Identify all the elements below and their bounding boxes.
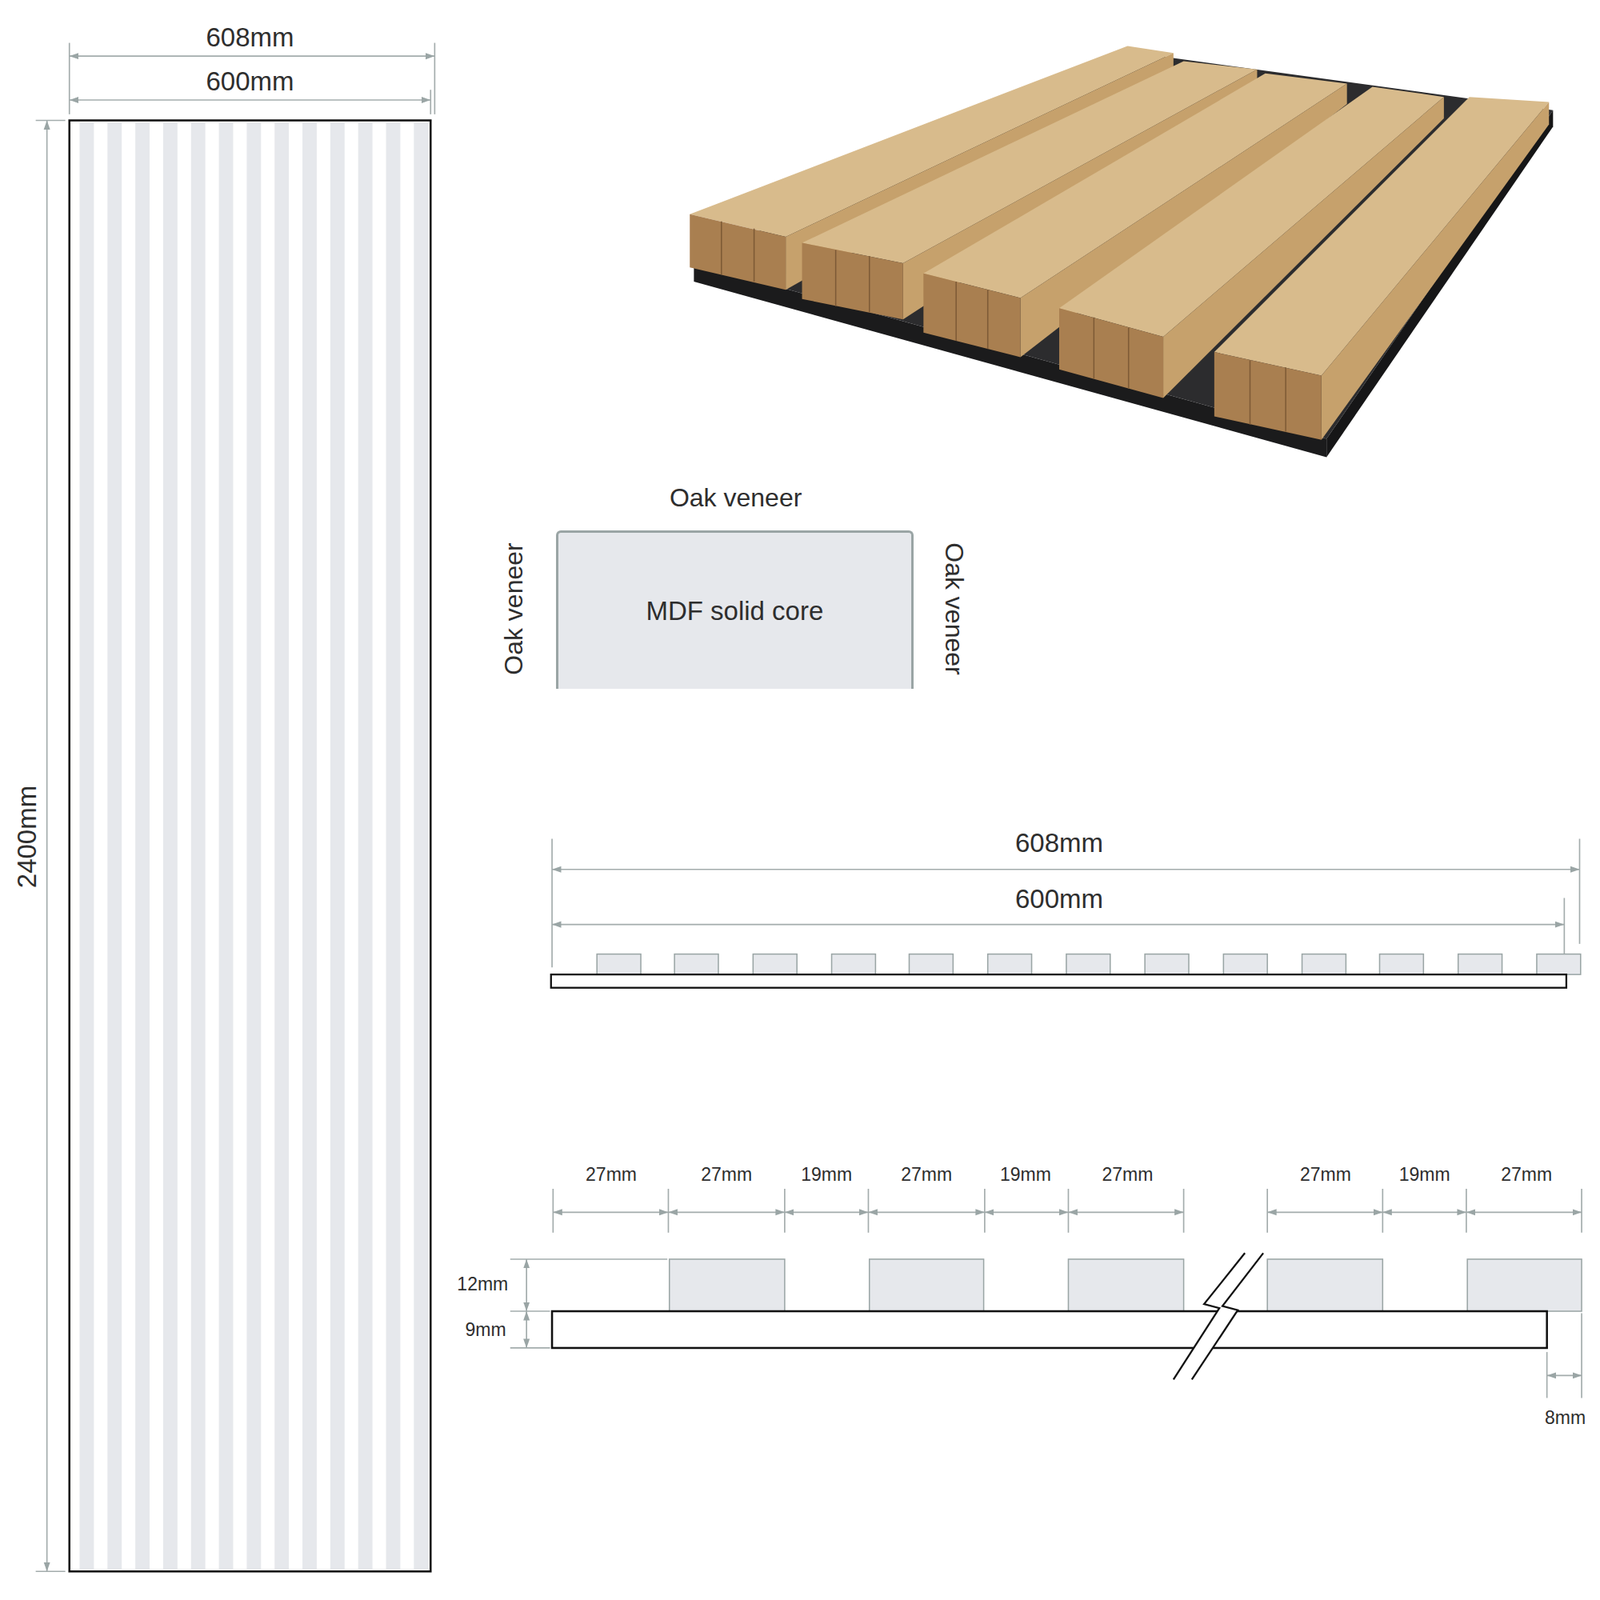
dimension-label: 27mm <box>900 1164 952 1185</box>
break-line <box>1192 1252 1264 1380</box>
dimension-label: 27mm <box>700 1164 752 1185</box>
dimension-label: 8mm <box>1544 1406 1586 1428</box>
dimension-label: 27mm <box>1101 1164 1153 1185</box>
dimension-lines <box>36 43 436 1572</box>
dimension-label: 27mm <box>585 1164 637 1185</box>
dimension-label: 600mm <box>205 66 294 97</box>
dimension-label: 19mm <box>800 1164 852 1185</box>
panel-illustration <box>689 45 1553 457</box>
material-label: Oak veneer <box>669 483 802 513</box>
section-detail <box>510 1188 1582 1398</box>
dimension-label: 600mm <box>1015 884 1104 915</box>
slat-stripes <box>79 122 428 1570</box>
dimension-label: 2400mm <box>12 785 43 888</box>
cross-section-box: MDF solid core <box>556 530 913 689</box>
dimension-label: 19mm <box>1399 1164 1451 1185</box>
panel-outline <box>69 120 432 1572</box>
material-label: Oak veneer <box>498 543 528 676</box>
slat-5 <box>1214 96 1549 440</box>
dimension-label: 12mm <box>456 1272 508 1294</box>
material-label: Oak veneer <box>939 543 969 676</box>
section-overview <box>551 838 1581 988</box>
break-gap <box>1173 1252 1264 1380</box>
panel-elevation <box>36 43 436 1572</box>
dimension-label: 19mm <box>1000 1164 1052 1185</box>
dimension-label: 27mm <box>1300 1164 1352 1185</box>
dimension-label: 608mm <box>205 22 294 53</box>
dimension-label: 9mm <box>465 1319 507 1340</box>
material-name: MDF solid core <box>645 596 824 627</box>
felt-top <box>693 51 1553 440</box>
dimension-label: 608mm <box>1015 828 1104 859</box>
dimension-label: 27mm <box>1500 1164 1552 1185</box>
